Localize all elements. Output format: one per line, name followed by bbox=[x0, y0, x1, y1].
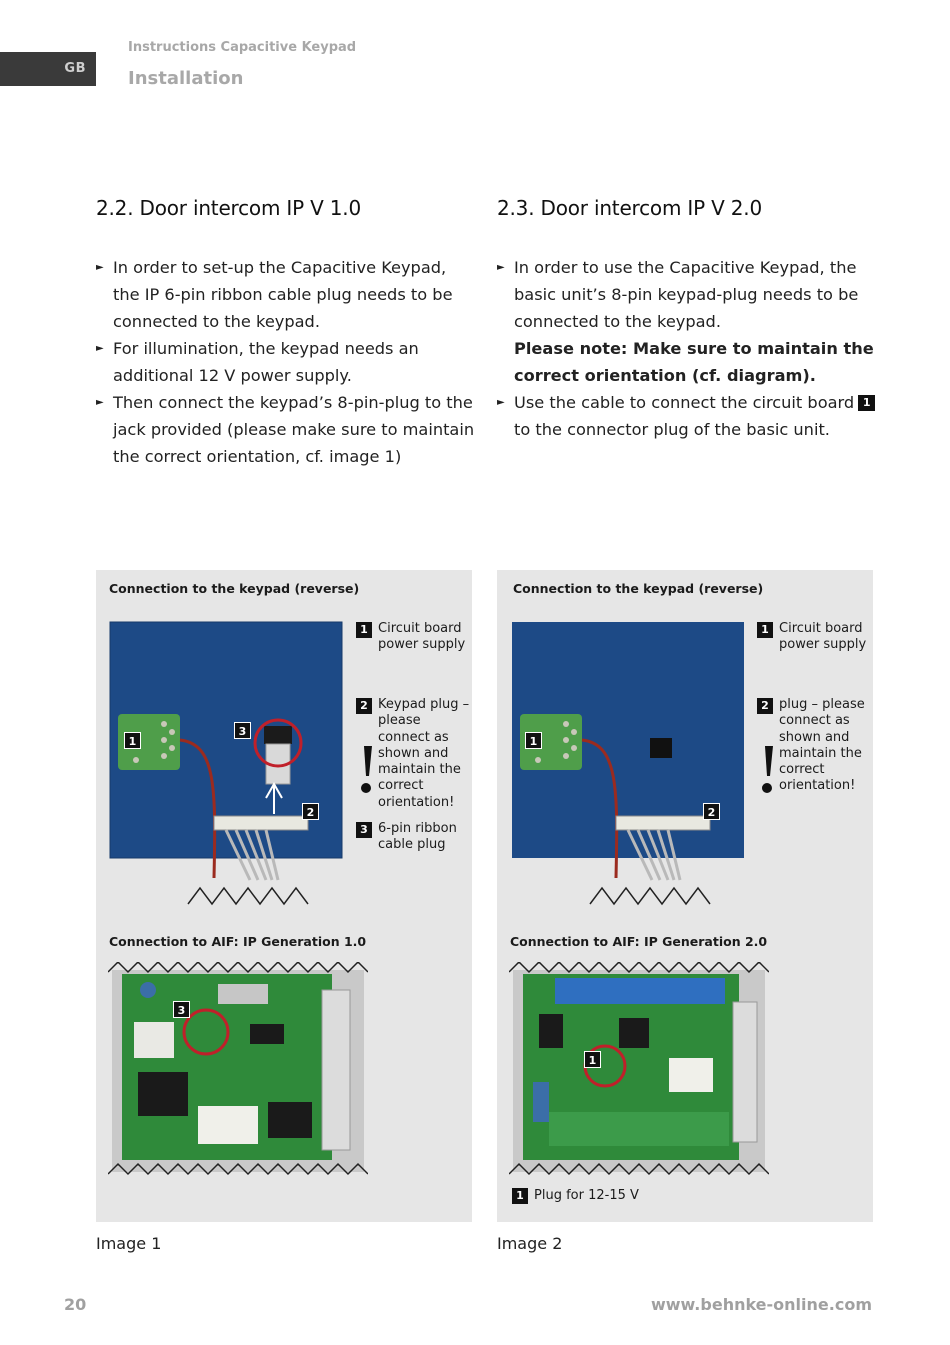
section-title: Installation bbox=[128, 68, 244, 89]
document-subtitle: Instructions Capacitive Keypad bbox=[128, 40, 357, 55]
photo-badge: 1 bbox=[124, 732, 141, 749]
language-tab: GB bbox=[0, 52, 96, 86]
keypad-caption: Connection to the keypad (reverse) bbox=[513, 581, 764, 596]
legend-badge: 1 bbox=[512, 1188, 528, 1204]
legend-badge: 1 bbox=[757, 622, 773, 638]
section-ip-v1: 2.2. Door intercom IP V 1.0 In order to … bbox=[96, 196, 476, 470]
keypad-caption: Connection to the keypad (reverse) bbox=[109, 581, 360, 596]
legend-badge: 1 bbox=[356, 622, 372, 638]
legend-badge: 2 bbox=[356, 698, 372, 714]
warning-icon bbox=[762, 746, 773, 793]
aif-board-photo-v2 bbox=[509, 962, 769, 1176]
instruction-list-ip-v1: In order to set-up the Capacitive Keypad… bbox=[96, 254, 476, 470]
warning-icon bbox=[361, 746, 372, 793]
legend-text: Circuit board power supply bbox=[378, 621, 466, 653]
instruction-text: Use the cable to connect the circuit boa… bbox=[514, 393, 855, 412]
instruction-text: to the connector plug of the basic unit. bbox=[514, 420, 830, 439]
image-caption: Image 1 bbox=[96, 1234, 162, 1253]
legend-badge: 3 bbox=[356, 822, 372, 838]
keypad-reverse-photo bbox=[512, 622, 744, 906]
orientation-note: Please note: Make sure to maintain the c… bbox=[514, 339, 874, 385]
image-caption: Image 2 bbox=[497, 1234, 563, 1253]
keypad-reverse-photo bbox=[109, 621, 343, 906]
aif-board-photo-v1 bbox=[108, 962, 368, 1176]
figure-panel-image-1: Connection to the keypad (reverse) 1 2 3… bbox=[96, 570, 472, 1222]
instruction-item: Use the cable to connect the circuit boa… bbox=[497, 389, 877, 443]
legend-text: Keypad plug – please connect as shown an… bbox=[378, 697, 470, 810]
aif-caption: Connection to AIF: IP Generation 2.0 bbox=[510, 934, 768, 949]
section-heading-ip-v2: 2.3. Door intercom IP V 2.0 bbox=[497, 196, 762, 220]
legend-text: 6-pin ribbon cable plug bbox=[378, 821, 457, 853]
aif-caption: Connection to AIF: IP Generation 1.0 bbox=[109, 934, 367, 949]
photo-badge: 1 bbox=[525, 732, 542, 749]
section-ip-v2: 2.3. Door intercom IP V 2.0 In order to … bbox=[497, 196, 877, 443]
instruction-item: In order to use the Capacitive Keypad, t… bbox=[497, 254, 877, 389]
instruction-item: In order to set-up the Capacitive Keypad… bbox=[96, 254, 476, 335]
photo-badge: 2 bbox=[703, 803, 720, 820]
legend-text: Circuit board power supply bbox=[779, 621, 867, 653]
instruction-item: Then connect the keypad’s 8-pin-plug to … bbox=[96, 389, 476, 470]
instruction-item: For illumination, the keypad needs an ad… bbox=[96, 335, 476, 389]
figure-panel-image-2: Connection to the keypad (reverse) 1 2 1… bbox=[497, 570, 873, 1222]
website-url: www.behnke-online.com bbox=[650, 1295, 872, 1314]
page-number: 20 bbox=[64, 1295, 87, 1314]
legend-text: Plug for 12-15 V bbox=[534, 1188, 639, 1203]
section-heading-ip-v1: 2.2. Door intercom IP V 1.0 bbox=[96, 196, 361, 220]
photo-badge: 1 bbox=[584, 1051, 601, 1068]
legend-badge: 2 bbox=[757, 698, 773, 714]
photo-badge: 3 bbox=[173, 1001, 190, 1018]
legend-text: plug – please connect as shown and maint… bbox=[779, 697, 865, 794]
language-label: GB bbox=[64, 61, 86, 76]
instruction-text: In order to use the Capacitive Keypad, t… bbox=[514, 258, 859, 331]
instruction-list-ip-v2: In order to use the Capacitive Keypad, t… bbox=[497, 254, 877, 443]
photo-badge: 2 bbox=[302, 803, 319, 820]
callout-badge: 1 bbox=[858, 395, 876, 411]
photo-badge: 3 bbox=[234, 722, 251, 739]
